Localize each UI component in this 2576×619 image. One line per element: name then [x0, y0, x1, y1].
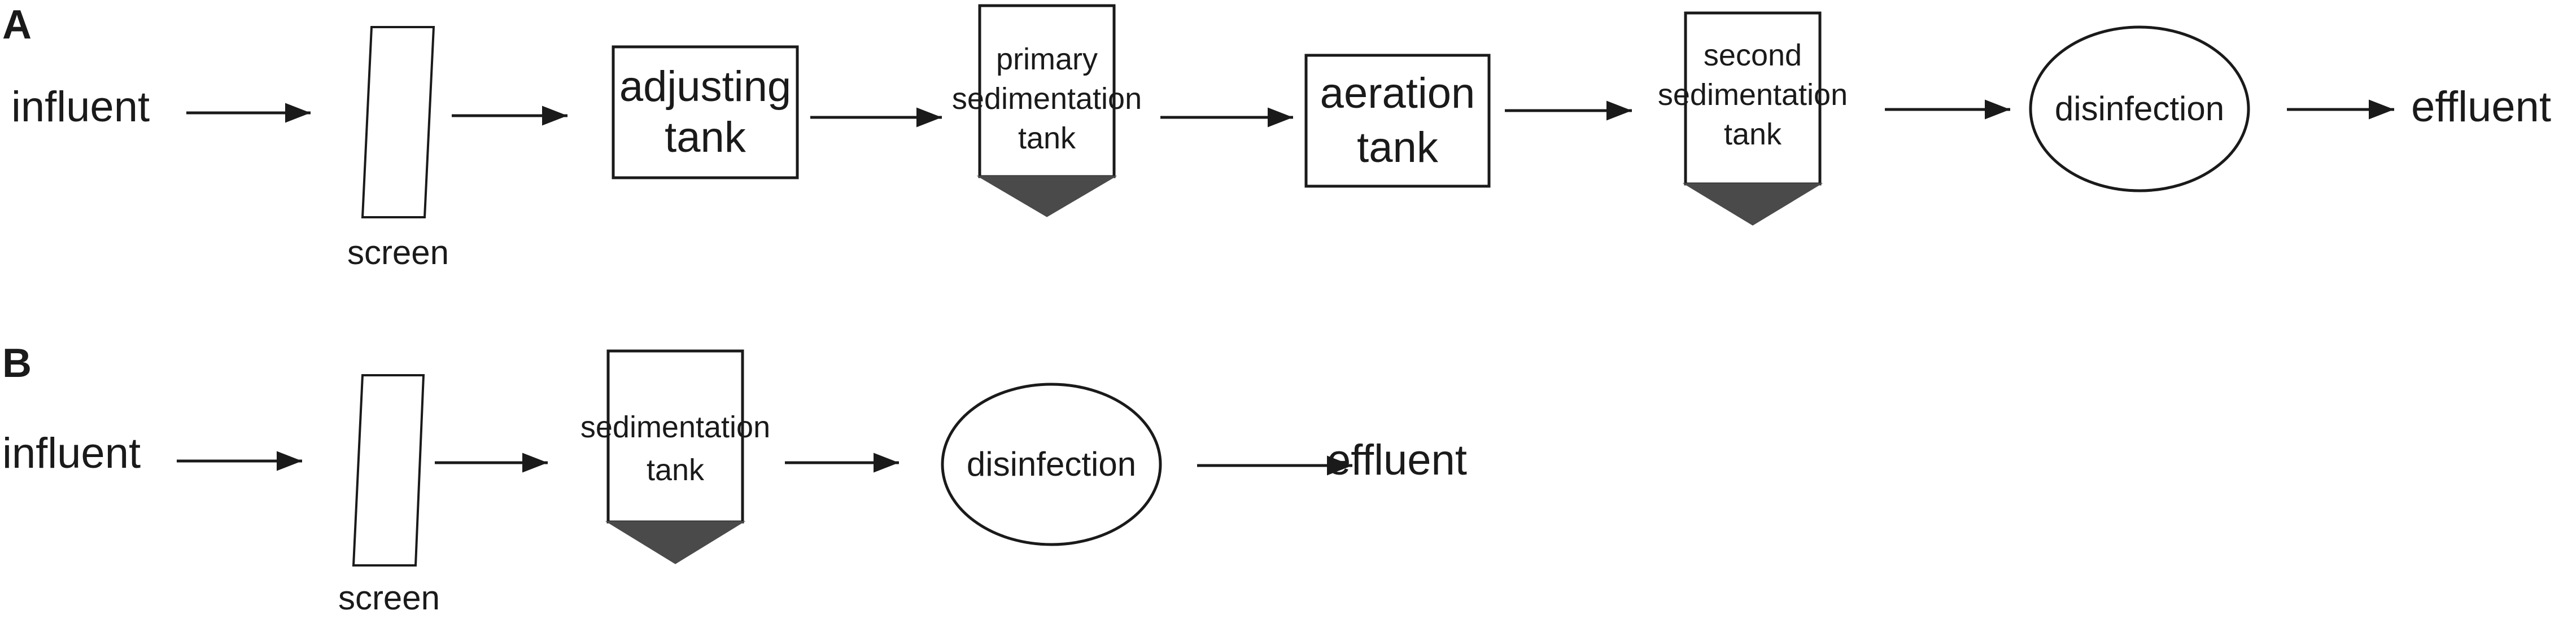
second-sedimentation-tank-box [1684, 11, 1822, 186]
aeration-tank-label-line-2: tank [1357, 124, 1438, 172]
sedimentation-tank-label: sedimentation tank [562, 406, 788, 491]
primary-sedimentation-tank-box [978, 4, 1116, 178]
primary-sedimentation-hopper [976, 175, 1117, 217]
effluent-label-a: effluent [2411, 83, 2551, 131]
primary-sedimentation-label-line-1: primary [996, 42, 1098, 76]
second-sedimentation-label-line-1: second [1703, 38, 1802, 72]
screen-shape-b [352, 374, 425, 567]
adjusting-tank-label-line-2: tank [665, 113, 746, 161]
influent-label-b: influent [2, 429, 141, 477]
second-sedimentation-tank-label: second sedimentation tank [1640, 27, 1866, 163]
disinfection-label-b: disinfection [966, 445, 1137, 483]
screen-label-a: screen [347, 234, 449, 271]
sedimentation-tank-box [606, 349, 744, 524]
sedimentation-label-line-1: sedimentation [580, 410, 771, 444]
primary-sedimentation-tank-label: primary sedimentation tank [934, 34, 1160, 164]
second-sedimentation-label-line-3: tank [1723, 117, 1782, 151]
panel-label-a: A [2, 2, 32, 47]
screen-label-b: screen [338, 579, 440, 617]
disinfection-ellipse-a [2029, 25, 2250, 192]
screen-shape-a [361, 26, 435, 218]
disinfection-label-a: disinfection [2054, 90, 2225, 128]
sedimentation-hopper [605, 521, 746, 564]
adjusting-tank-label: adjusting tank [613, 47, 797, 178]
aeration-tank-box [1304, 54, 1491, 188]
adjusting-tank-box [612, 45, 799, 179]
adjusting-tank-label-line-1: adjusting [619, 63, 792, 111]
disinfection-ellipse-b [941, 383, 1162, 546]
aeration-tank-label: aeration tank [1306, 55, 1489, 186]
second-sedimentation-label-line-2: sedimentation [1657, 78, 1848, 112]
panel-label-b: B [2, 341, 32, 386]
aeration-tank-label-line-1: aeration [1320, 69, 1475, 117]
primary-sedimentation-label-line-2: sedimentation [951, 82, 1142, 116]
influent-label-a: influent [11, 83, 150, 131]
effluent-label-b: effluent [1327, 436, 1467, 484]
sedimentation-label-line-2: tank [646, 453, 705, 487]
second-sedimentation-hopper [1682, 183, 1823, 226]
primary-sedimentation-label-line-3: tank [1018, 121, 1076, 155]
